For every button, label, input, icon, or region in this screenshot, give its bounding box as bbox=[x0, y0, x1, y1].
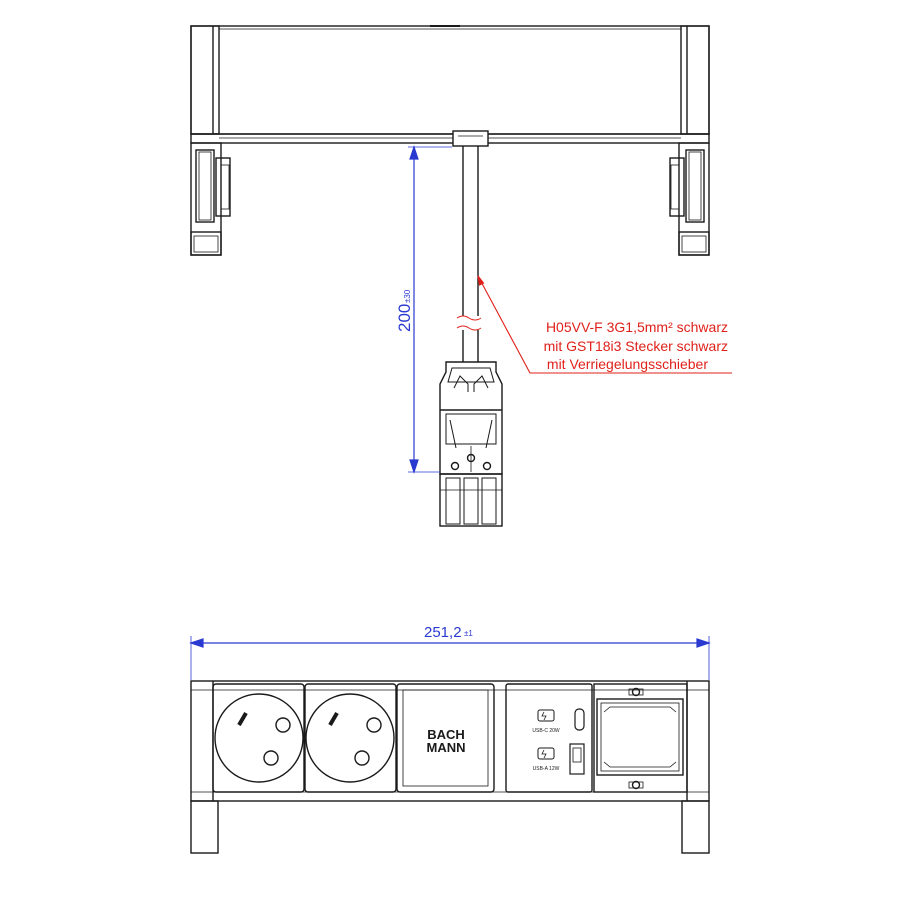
cable-outlet bbox=[452, 130, 489, 147]
width-value: 251,2 bbox=[424, 624, 462, 641]
power-cable bbox=[456, 146, 482, 362]
right-mount-bracket bbox=[669, 142, 710, 256]
bachmann-logo-line-1: BACH bbox=[427, 727, 465, 742]
socket-module-1 bbox=[212, 683, 305, 793]
annotation-line-3: mit Verriegelungsschieber bbox=[547, 356, 708, 372]
left-mount-bracket bbox=[190, 142, 231, 256]
left-end-cap bbox=[190, 25, 220, 135]
base-plate bbox=[190, 133, 710, 144]
socket-module-2 bbox=[304, 683, 397, 793]
usb-a-charge-icon bbox=[537, 747, 555, 760]
cable-length-tolerance: ±30 bbox=[403, 289, 412, 303]
left-foot bbox=[190, 800, 219, 854]
housing-body bbox=[190, 25, 710, 135]
gst18i3-connector bbox=[439, 361, 503, 527]
usb-c-port bbox=[574, 708, 585, 731]
logo-module bbox=[396, 683, 495, 793]
front-frame bbox=[190, 680, 710, 802]
bachmann-logo-line-2: MANN bbox=[427, 740, 466, 755]
annotation-leader bbox=[477, 275, 732, 374]
width-dimension bbox=[189, 636, 711, 680]
annotation-line-1: H05VV-F 3G1,5mm² schwarz bbox=[546, 319, 728, 335]
right-end-cap bbox=[680, 25, 710, 135]
right-foot bbox=[681, 800, 710, 854]
width-tolerance: ±1 bbox=[464, 629, 473, 638]
keystone-module bbox=[593, 683, 688, 793]
cable-length-dimension bbox=[408, 145, 452, 474]
socket-face-2 bbox=[305, 693, 395, 783]
top-view bbox=[190, 25, 710, 527]
usb-a-label: USB-A 12W bbox=[533, 766, 560, 772]
front-view bbox=[190, 680, 710, 854]
usb-module bbox=[505, 683, 593, 793]
usb-c-charge-icon bbox=[537, 709, 555, 722]
usb-a-port bbox=[569, 743, 585, 775]
usb-c-label: USB-C 20W bbox=[532, 728, 560, 734]
cable-length-value: 200 bbox=[395, 304, 414, 332]
socket-face-1 bbox=[214, 693, 304, 783]
annotation-line-2: mit GST18i3 Stecker schwarz bbox=[544, 338, 728, 354]
